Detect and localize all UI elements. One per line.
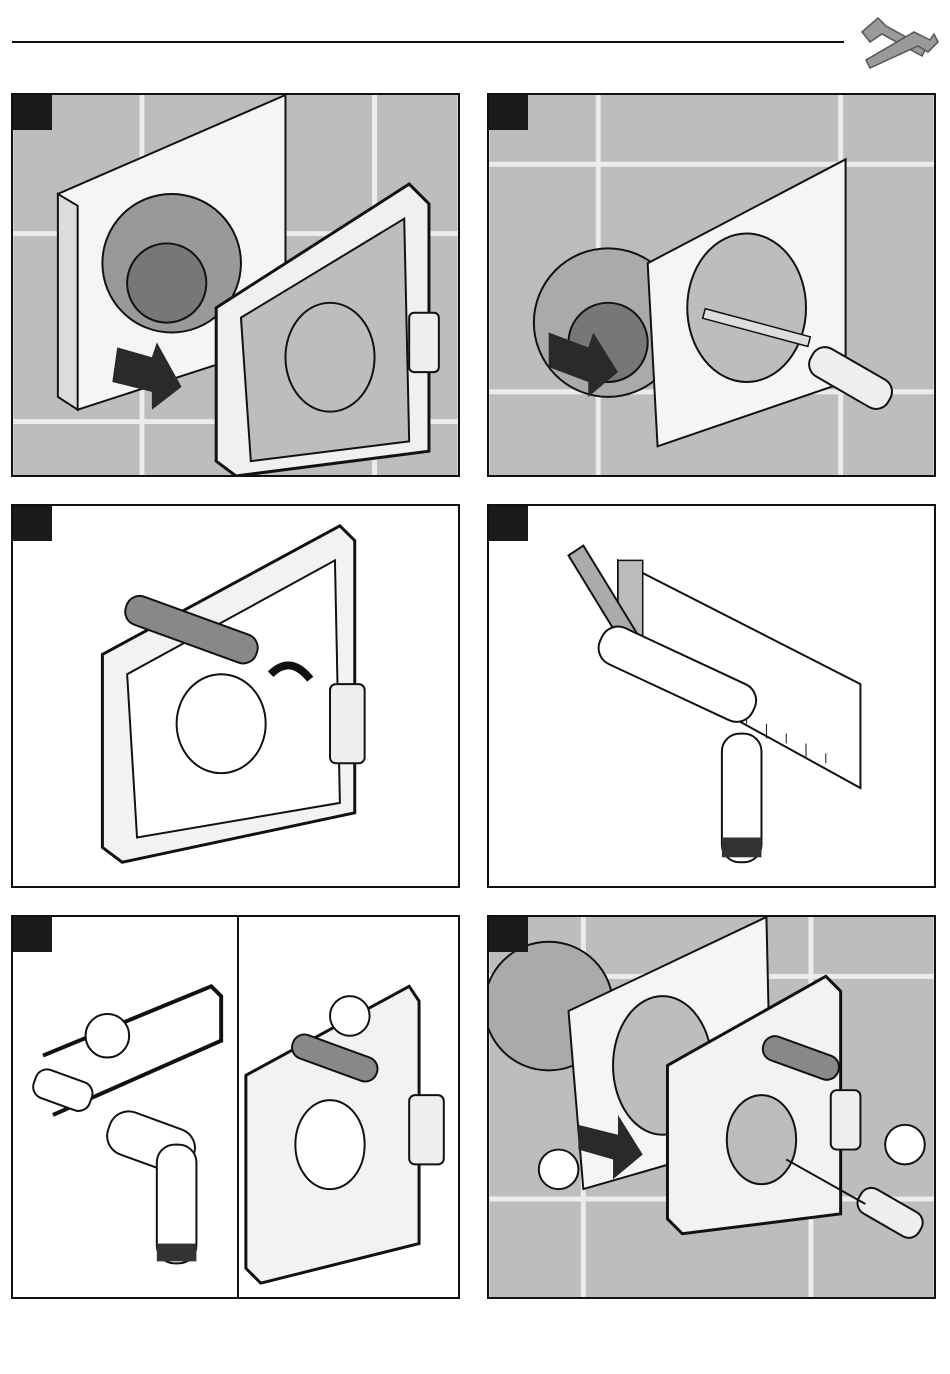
step-2-panel — [487, 93, 936, 477]
step-2-badge — [489, 95, 528, 130]
step-3-panel — [11, 504, 460, 888]
step-4-panel — [487, 504, 936, 888]
header-rule — [12, 41, 844, 43]
step-1-panel — [11, 93, 460, 477]
wrench-screwdriver-icon — [856, 12, 940, 74]
step-6-badge — [489, 917, 528, 952]
step-5-illustration — [13, 917, 458, 1297]
step-1-illustration — [13, 95, 458, 475]
step-6-panel — [487, 915, 936, 1299]
step-5-panel — [11, 915, 460, 1299]
step-2-illustration — [489, 95, 934, 475]
step-5-badge — [13, 917, 52, 952]
step-3-badge — [13, 506, 52, 541]
step-5-divider — [237, 917, 239, 1297]
step-1-badge — [13, 95, 52, 130]
step-3-illustration — [13, 506, 458, 886]
step-4-illustration — [489, 506, 934, 886]
step-4-badge — [489, 506, 528, 541]
step-6-illustration — [489, 917, 934, 1297]
